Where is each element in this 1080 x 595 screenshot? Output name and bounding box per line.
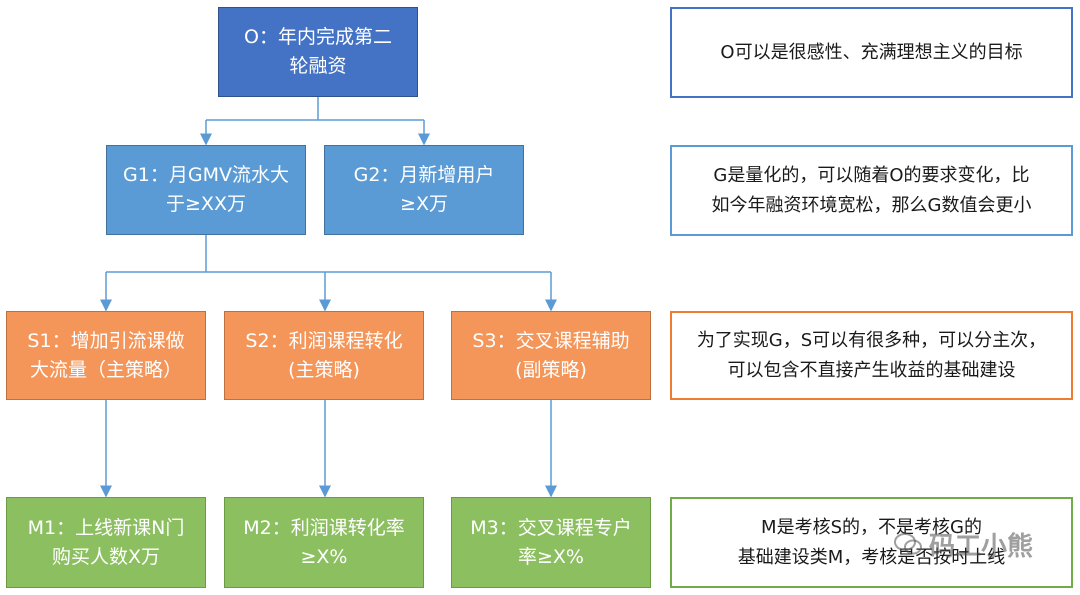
- node-g1: G1：月GMV流水大 于≥XX万: [106, 145, 306, 235]
- node-s3: S3：交叉课程辅助 (副策略): [451, 311, 651, 400]
- node-o: O：年内完成第二 轮融资: [218, 7, 418, 97]
- note-m: M是考核S的，不是考核G的 基础建设类M，考核是否按时上线: [670, 497, 1073, 588]
- watermark: 码工小熊: [893, 524, 1073, 564]
- watermark-text: 码工小熊: [929, 531, 1034, 562]
- node-m3: M3：交叉课程专户 率≥X%: [451, 497, 651, 588]
- note-o: O可以是很感性、充满理想主义的目标: [670, 7, 1073, 98]
- node-m1: M1：上线新课N门 购买人数X万: [6, 497, 206, 588]
- connector-o-g: [206, 97, 424, 121]
- note-s: 为了实现G，S可以有很多种，可以分主次， 可以包含不直接产生收益的基础建设: [670, 311, 1073, 400]
- connector-g-s: [106, 235, 551, 273]
- node-s1: S1：增加引流课做 大流量（主策略）: [6, 311, 206, 400]
- node-s2: S2：利润课程转化 (主策略): [224, 311, 424, 400]
- node-m2: M2：利润课转化率 ≥X%: [224, 497, 424, 588]
- wechat-icon: [894, 533, 922, 555]
- note-g: G是量化的，可以随着O的要求变化，比 如今年融资环境宽松，那么G数值会更小: [670, 145, 1073, 236]
- node-g2: G2：月新增用户 ≥X万: [324, 145, 524, 235]
